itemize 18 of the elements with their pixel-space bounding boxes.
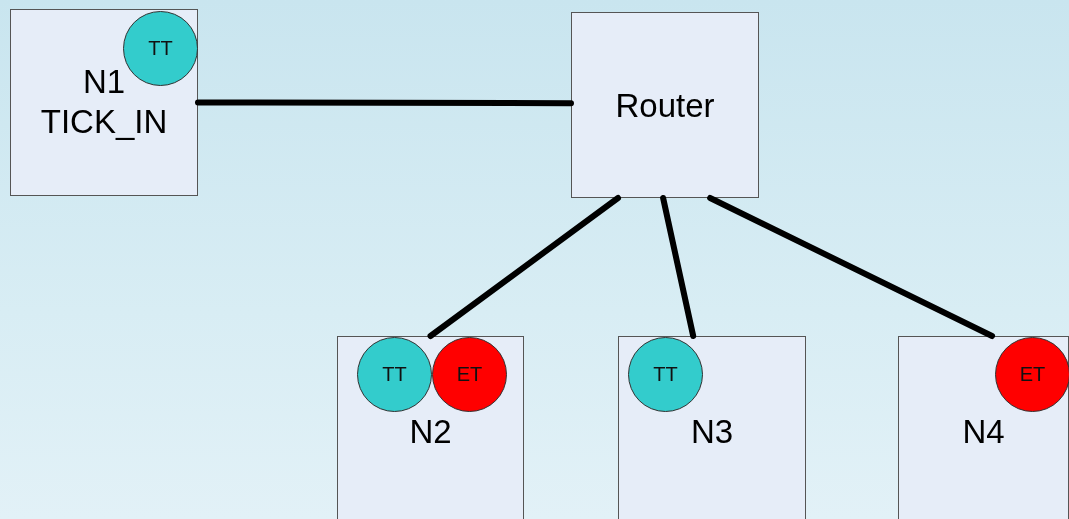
status-circle: ET	[432, 337, 507, 412]
status-circle: ET	[995, 337, 1069, 412]
node-box	[337, 336, 524, 519]
node-box	[898, 336, 1069, 519]
status-circle: TT	[628, 337, 703, 412]
node-label: Router	[614, 86, 716, 126]
node-label: N3	[689, 412, 735, 452]
connector-line	[707, 195, 996, 339]
node-box	[618, 336, 806, 519]
connector-line	[427, 195, 621, 339]
router-box	[571, 12, 759, 198]
connector-line	[660, 195, 697, 339]
connector-line	[195, 99, 574, 107]
node-label: N2	[408, 412, 453, 452]
status-circle: TT	[123, 11, 198, 86]
node-box	[10, 9, 198, 196]
status-circle: TT	[357, 337, 432, 412]
node-label: N4	[961, 412, 1006, 452]
